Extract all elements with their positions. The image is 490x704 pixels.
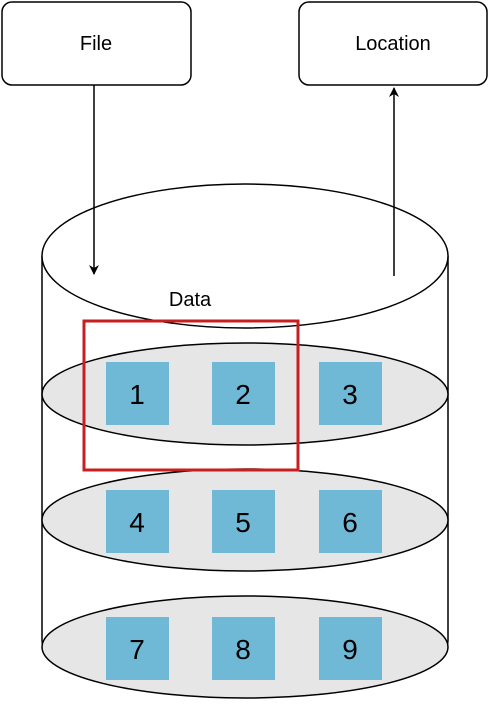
- cell-1-label: 1: [129, 379, 145, 410]
- cell-4: [106, 490, 169, 553]
- cell-2: [212, 362, 275, 425]
- cell-9-label: 9: [342, 634, 358, 665]
- cell-1: [106, 362, 169, 425]
- cell-4-label: 4: [129, 507, 145, 538]
- cell-8-label: 8: [235, 634, 251, 665]
- layer-2: 4 5 6: [41, 468, 449, 572]
- location-box: Location: [298, 1, 488, 86]
- cylinder-top: [41, 183, 449, 329]
- cell-5: [212, 490, 275, 553]
- cell-9: [319, 617, 382, 680]
- cell-3: [319, 362, 382, 425]
- file-box: File: [1, 1, 192, 86]
- layer-1: 1 2 3: [41, 342, 449, 446]
- location-box-label: Location: [355, 33, 431, 55]
- cell-7-label: 7: [129, 634, 145, 665]
- cell-5-label: 5: [235, 507, 251, 538]
- cell-8: [212, 617, 275, 680]
- cell-6-label: 6: [342, 507, 358, 538]
- layer-3: 7 8 9: [41, 595, 449, 699]
- cell-2-label: 2: [235, 379, 251, 410]
- cell-7: [106, 617, 169, 680]
- file-box-label: File: [80, 33, 112, 55]
- cell-3-label: 3: [342, 379, 358, 410]
- cell-6: [319, 490, 382, 553]
- highlight-rect: [82, 319, 300, 472]
- cylinder-label: Data: [169, 289, 212, 311]
